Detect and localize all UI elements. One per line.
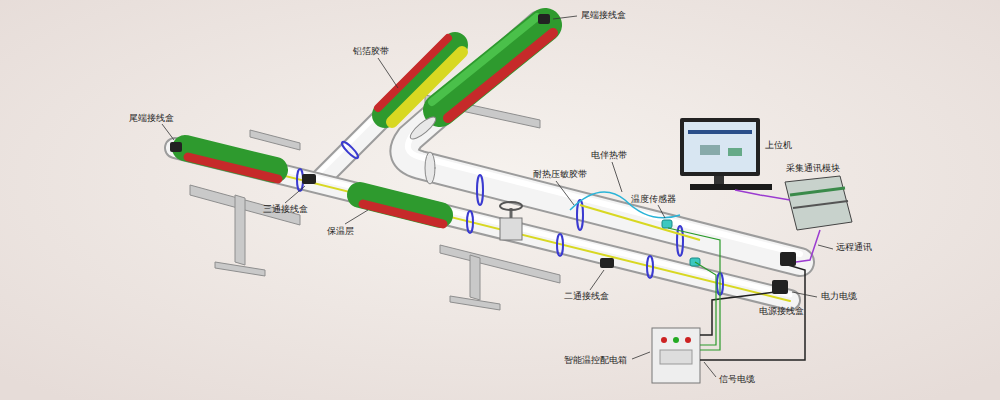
leader-lines — [162, 16, 833, 377]
callout-label: 电力电缆 — [820, 291, 858, 302]
callout-label: 尾端接线盒 — [128, 113, 175, 124]
callout-label: 信号电缆 — [718, 374, 756, 385]
cables — [668, 190, 820, 360]
control-cabinet — [652, 328, 700, 383]
callout-label: 保温层 — [326, 226, 355, 237]
callout-label: 采集通讯模块 — [785, 163, 841, 174]
callout-label: 铝箔胶带 — [352, 46, 390, 57]
temperature-sensors — [662, 220, 700, 266]
callout-label: 温度传感器 — [630, 194, 677, 205]
callout-label: 上位机 — [764, 140, 793, 151]
callout-label: 智能温控配电箱 — [563, 355, 628, 366]
tape-rings — [297, 140, 723, 295]
callout-label: 二通接线盒 — [563, 291, 610, 302]
junction-boxes — [170, 14, 796, 294]
callout-label: 三通接线盒 — [262, 204, 309, 215]
callout-label: 远程通讯 — [835, 242, 873, 253]
host-computer — [680, 118, 772, 190]
callout-label: 尾端接线盒 — [580, 10, 627, 21]
callout-label: 电源接线盒 — [758, 306, 805, 317]
valve — [500, 202, 522, 240]
callout-label: 耐热压敏胶带 — [532, 169, 588, 180]
acquisition-module — [785, 176, 852, 230]
heat-cable — [570, 192, 680, 218]
callout-label: 电伴热带 — [590, 150, 628, 161]
heat-cable — [580, 205, 700, 240]
